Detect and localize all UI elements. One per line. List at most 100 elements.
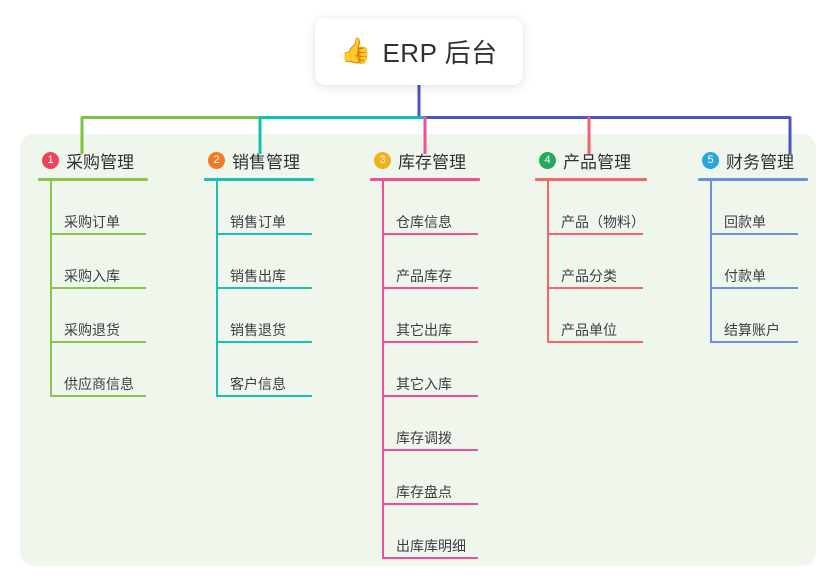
- leaf-item-label: 采购订单: [64, 213, 120, 230]
- branch-title: 产品管理: [563, 152, 631, 172]
- root-node-inner: 👍 ERP 后台: [340, 33, 497, 70]
- branch-leaf-list: 仓库信息产品库存其它出库其它入库库存调拨库存盘点出库库明细: [370, 181, 518, 559]
- branch-column-3: 3 库存管理仓库信息产品库存其它出库其它入库库存调拨库存盘点出库库明细: [370, 147, 518, 559]
- branch-number-badge: 3: [374, 151, 391, 169]
- leaf-item-underline: [382, 557, 478, 559]
- branch-number-badge: 4: [539, 151, 556, 169]
- branch-underline: [38, 178, 148, 181]
- leaf-item-underline: [710, 341, 798, 343]
- leaf-item[interactable]: 产品分类: [547, 235, 685, 289]
- leaf-item-label: 销售退货: [230, 321, 286, 338]
- leaf-item-underline: [216, 287, 312, 289]
- branch-spine: [382, 181, 384, 559]
- leaf-item-label: 产品（物料）: [561, 213, 645, 230]
- leaf-item-label: 供应商信息: [64, 375, 134, 392]
- leaf-item-underline: [216, 341, 312, 343]
- leaf-item-label: 采购退货: [64, 321, 120, 338]
- leaf-item[interactable]: 产品库存: [382, 235, 518, 289]
- branch-title: 销售管理: [232, 152, 300, 172]
- branch-column-4: 4 产品管理产品（物料） 产品分类产品单位: [535, 147, 685, 343]
- leaf-item[interactable]: 采购订单: [50, 181, 186, 235]
- leaf-item-underline: [50, 287, 146, 289]
- leaf-item[interactable]: 采购退货: [50, 289, 186, 343]
- leaf-item-underline: [382, 503, 478, 505]
- leaf-item-underline: [50, 341, 146, 343]
- leaf-item[interactable]: 采购入库: [50, 235, 186, 289]
- branch-spine: [50, 181, 52, 397]
- leaf-item[interactable]: 产品单位: [547, 289, 685, 343]
- branch-header-4[interactable]: 4 产品管理: [535, 147, 685, 173]
- branch-leaf-list: 销售订单销售出库销售退货客户信息: [204, 181, 352, 397]
- branch-leaf-list: 回款单付款单结算账户: [698, 181, 838, 343]
- leaf-item-label: 出库库明细: [396, 537, 466, 554]
- leaf-item[interactable]: 销售出库: [216, 235, 352, 289]
- branch-number-badge: 2: [208, 151, 225, 169]
- leaf-item-label: 仓库信息: [396, 213, 452, 230]
- leaf-item-underline: [50, 395, 146, 397]
- leaf-item[interactable]: 产品（物料）: [547, 181, 685, 235]
- leaf-item[interactable]: 其它入库: [382, 343, 518, 397]
- leaf-item-label: 产品单位: [561, 321, 617, 338]
- content-panel: [20, 134, 816, 566]
- leaf-item-label: 其它入库: [396, 375, 452, 392]
- leaf-item-label: 产品分类: [561, 267, 617, 284]
- leaf-item-underline: [547, 341, 643, 343]
- leaf-item-underline: [382, 287, 478, 289]
- leaf-item-label: 产品库存: [396, 267, 452, 284]
- leaf-item[interactable]: 仓库信息: [382, 181, 518, 235]
- branch-spine: [216, 181, 218, 397]
- leaf-item-label: 回款单: [724, 213, 766, 230]
- leaf-item-underline: [216, 233, 312, 235]
- leaf-item[interactable]: 供应商信息: [50, 343, 186, 397]
- leaf-item-underline: [382, 449, 478, 451]
- leaf-item-underline: [50, 233, 146, 235]
- leaf-item-underline: [382, 341, 478, 343]
- leaf-item[interactable]: 出库库明细: [382, 505, 518, 559]
- leaf-item[interactable]: 客户信息: [216, 343, 352, 397]
- leaf-item-underline: [382, 233, 478, 235]
- branch-column-2: 2 销售管理销售订单销售出库销售退货客户信息: [204, 147, 352, 397]
- branch-header-3[interactable]: 3 库存管理: [370, 147, 518, 173]
- leaf-item-label: 付款单: [724, 267, 766, 284]
- leaf-item-label: 结算账户: [724, 321, 780, 338]
- leaf-item-label: 客户信息: [230, 375, 286, 392]
- branch-leaf-list: 产品（物料） 产品分类产品单位: [535, 181, 685, 343]
- leaf-item[interactable]: 销售退货: [216, 289, 352, 343]
- branch-header-2[interactable]: 2 销售管理: [204, 147, 352, 173]
- branch-title: 采购管理: [66, 152, 134, 172]
- leaf-item-underline: [710, 233, 798, 235]
- branch-number-badge: 1: [42, 151, 59, 169]
- branch-underline: [204, 178, 314, 181]
- branch-column-1: 1 采购管理采购订单采购入库采购退货供应商信息: [38, 147, 186, 397]
- branch-title: 财务管理: [726, 152, 794, 172]
- leaf-item-underline: [710, 287, 798, 289]
- branch-title: 库存管理: [398, 152, 466, 172]
- branch-leaf-list: 采购订单采购入库采购退货供应商信息: [38, 181, 186, 397]
- leaf-item[interactable]: 回款单: [710, 181, 838, 235]
- root-node-title: ERP 后台: [382, 38, 498, 68]
- leaf-item-underline: [216, 395, 312, 397]
- root-node[interactable]: 👍 ERP 后台: [315, 18, 523, 85]
- leaf-item[interactable]: 库存盘点: [382, 451, 518, 505]
- leaf-item[interactable]: 付款单: [710, 235, 838, 289]
- leaf-item-label: 库存调拨: [396, 429, 452, 446]
- leaf-item-label: 销售出库: [230, 267, 286, 284]
- branch-underline: [370, 178, 480, 181]
- branch-header-1[interactable]: 1 采购管理: [38, 147, 186, 173]
- leaf-item-label: 库存盘点: [396, 483, 452, 500]
- leaf-item-label: 其它出库: [396, 321, 452, 338]
- branch-spine: [547, 181, 549, 343]
- branch-underline: [698, 178, 808, 181]
- branch-underline: [535, 178, 647, 181]
- leaf-item[interactable]: 结算账户: [710, 289, 838, 343]
- leaf-item[interactable]: 销售订单: [216, 181, 352, 235]
- leaf-item[interactable]: 其它出库: [382, 289, 518, 343]
- leaf-item-label: 销售订单: [230, 213, 286, 230]
- branch-spine: [710, 181, 712, 343]
- leaf-item-underline: [547, 233, 643, 235]
- leaf-item[interactable]: 库存调拨: [382, 397, 518, 451]
